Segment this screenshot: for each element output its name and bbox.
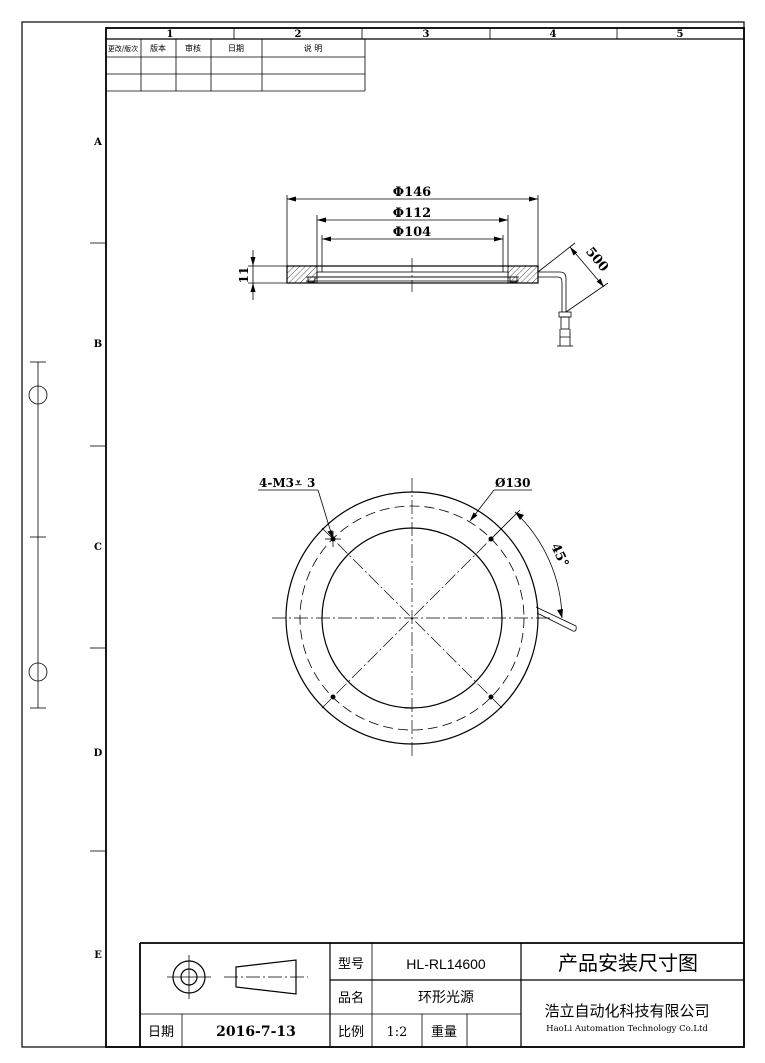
diffuser-plate [316, 271, 509, 278]
dimension-mid-diameter: Φ112 [393, 206, 431, 221]
row-label: C [94, 542, 102, 553]
revision-table: 更改/版次 版本 审核 日期 说 明 [106, 39, 366, 92]
side-view: Φ146 Φ112 Φ104 11 500 [237, 185, 611, 347]
weight-label: 重量 [431, 1024, 457, 1040]
binding-hole [28, 662, 48, 682]
company-name-cn: 浩立自动化科技有限公司 [544, 1002, 709, 1020]
row-label: E [94, 950, 102, 961]
revision-header: 审核 [185, 43, 201, 53]
column-label: 5 [677, 29, 684, 40]
name-label: 品名 [338, 990, 364, 1006]
scale-label: 比例 [338, 1025, 364, 1040]
column-label: 1 [167, 29, 174, 40]
binding-holes [28, 361, 48, 709]
diagonal-center-line [321, 527, 503, 709]
model-value: HL-RL14600 [406, 956, 486, 972]
revision-header: 更改/版次 [108, 44, 138, 53]
title-block: 型号 HL-RL14600 品名 环形光源 日期 2016-7-13 比例 1:… [139, 942, 744, 1047]
revision-header: 说 明 [304, 43, 323, 53]
ring-body-section [286, 265, 539, 284]
name-value: 环形光源 [418, 990, 474, 1006]
top-view: 4-M3 ⩡ 3 Ø130 45° [258, 476, 577, 758]
connector [558, 311, 572, 318]
mounting-hole [330, 694, 336, 700]
cable [538, 271, 567, 312]
date-label: 日期 [148, 1025, 174, 1040]
thread-callout: 4-M3 [259, 476, 294, 490]
section-hatch-right [507, 265, 539, 284]
dimension-height: 11 [237, 267, 251, 284]
thread-depth-symbol: ⩡ [295, 476, 302, 490]
date-value: 2016-7-13 [216, 1024, 296, 1040]
model-label: 型号 [338, 957, 364, 972]
angle-arc [514, 511, 563, 619]
cable-top [535, 606, 577, 627]
dimension-outer-diameter: Φ146 [393, 185, 431, 200]
row-label: B [94, 339, 102, 350]
revision-header: 日期 [228, 44, 244, 53]
column-label: 4 [550, 29, 557, 40]
binding-hole [28, 385, 48, 405]
company-name-en: HaoLi Automation Technology Co.Ltd [546, 1024, 708, 1034]
row-label: D [94, 748, 103, 759]
drawing-title: 产品安装尺寸图 [558, 951, 698, 975]
dimension-inner-diameter: Φ104 [393, 225, 431, 240]
column-header: 1 2 3 4 5 [106, 28, 744, 40]
section-hatch-left [286, 265, 318, 284]
scale-value: 1:2 [387, 1025, 408, 1040]
revision-header: 版本 [150, 43, 166, 53]
thread-depth: 3 [307, 476, 315, 490]
angle-dimension: 45° [547, 541, 571, 570]
projection-symbol [167, 955, 308, 999]
column-label: 2 [295, 29, 302, 40]
row-zones: A B C D E [90, 137, 106, 961]
mounting-hole [488, 694, 494, 700]
column-label: 3 [423, 29, 430, 40]
row-label: A [93, 137, 102, 148]
frame-border [105, 27, 745, 1048]
sheet-border [21, 21, 745, 1048]
pitch-diameter-callout: Ø130 [495, 476, 531, 490]
dimension-cable-length: 500 [582, 245, 611, 275]
